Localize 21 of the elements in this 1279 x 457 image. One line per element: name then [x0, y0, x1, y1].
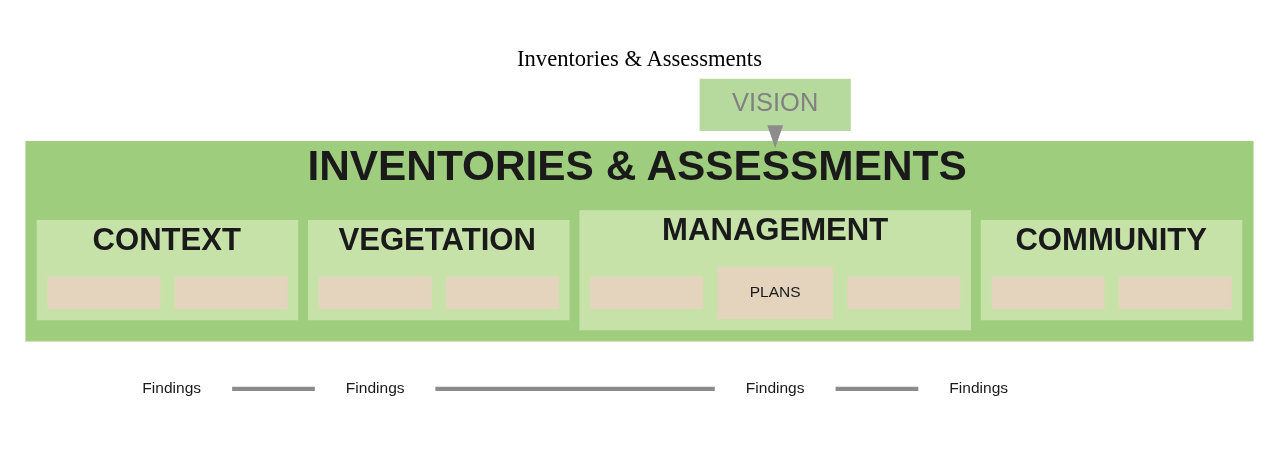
cluster: COMMUNITY — [980, 220, 1243, 321]
node-box — [1118, 276, 1232, 310]
node-box — [318, 276, 432, 310]
connector — [232, 386, 315, 392]
node-box — [991, 276, 1105, 310]
node-box — [174, 276, 288, 310]
node-text: Findings — [142, 378, 202, 396]
cluster: VEGETATION — [308, 220, 570, 321]
connector — [835, 386, 919, 392]
node-box — [47, 276, 161, 310]
node-text: Findings — [745, 378, 805, 396]
arrow — [767, 125, 784, 148]
node-box — [445, 276, 559, 310]
caption: Inventories & Assessments — [517, 46, 762, 72]
connector — [435, 386, 715, 392]
node-box — [590, 276, 704, 310]
cluster: CONTEXT — [36, 220, 299, 321]
node-text: Findings — [345, 378, 405, 396]
node-text: Findings — [949, 378, 1009, 396]
node-box — [847, 276, 961, 310]
node-box: PLANS — [717, 266, 834, 319]
